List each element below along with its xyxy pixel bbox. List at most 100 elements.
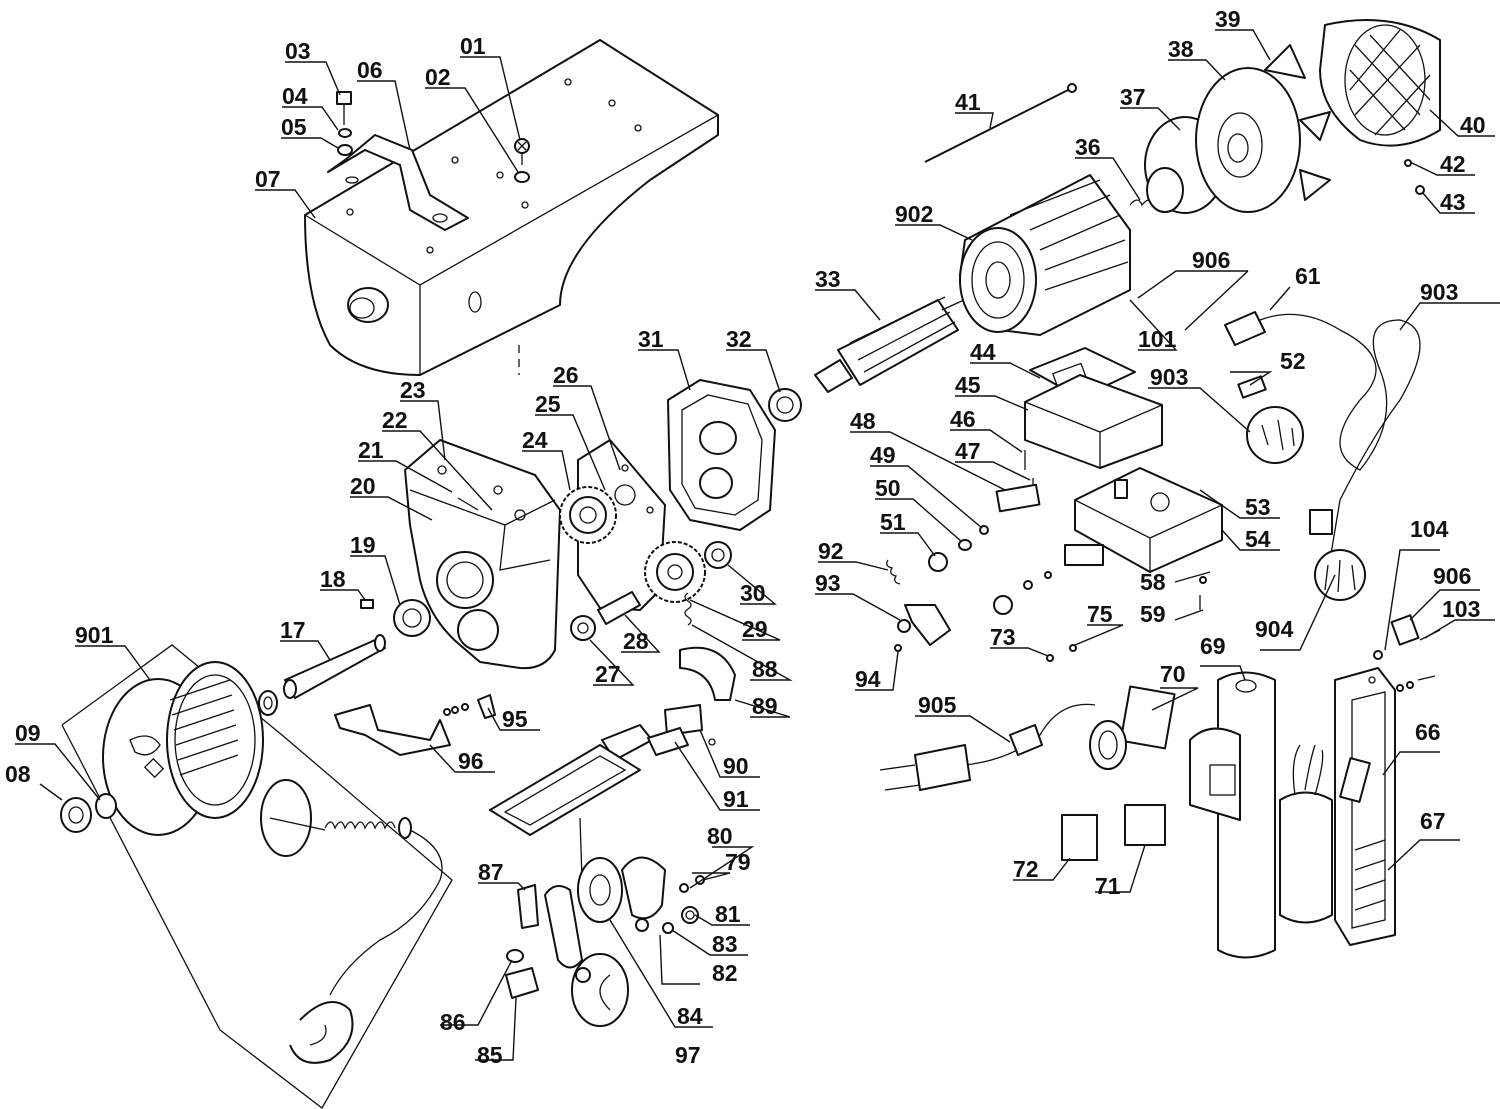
callout-33: 33 [815,266,841,292]
callout-97: 97 [675,1042,701,1068]
callout-104: 104 [1410,516,1449,542]
callout-87: 87 [478,859,504,885]
callout-25: 25 [535,391,561,417]
motor-flange [667,379,802,531]
callout-86: 86 [440,1009,466,1035]
callout-89: 89 [752,693,778,719]
callout-905: 905 [918,692,957,718]
callout-22: 22 [382,407,408,433]
callout-903-top: 903 [1420,279,1458,305]
pulley-block-assembly [505,817,705,1027]
callout-80: 80 [707,823,733,849]
callout-101: 101 [1138,326,1177,352]
callout-67: 67 [1420,808,1446,834]
callout-46: 46 [950,406,976,432]
callout-30: 30 [740,580,766,606]
callout-96: 96 [458,748,484,774]
callout-70: 70 [1160,661,1186,687]
callout-92: 92 [818,538,844,564]
callout-09: 09 [15,720,41,746]
callout-95: 95 [502,706,528,732]
callout-32: 32 [726,326,752,352]
callout-88: 88 [752,656,778,682]
drive-shaft [258,634,386,716]
motor-armature [814,294,976,393]
callout-43: 43 [1440,189,1466,215]
callout-28: 28 [623,628,649,654]
callout-69: 69 [1200,633,1226,659]
callout-27: 27 [595,661,621,687]
callout-01: 01 [460,33,486,59]
callout-42: 42 [1440,151,1466,177]
callout-02: 02 [425,64,451,90]
callout-66: 66 [1415,719,1441,745]
callout-54: 54 [1245,526,1271,552]
callout-902: 902 [895,201,933,227]
callout-20: 20 [350,473,376,499]
callout-24: 24 [522,427,548,453]
callout-49: 49 [870,442,896,468]
callout-52: 52 [1280,348,1306,374]
callout-40: 40 [1460,112,1486,138]
callout-72: 72 [1013,856,1039,882]
leader-lines [15,29,1500,1061]
callout-03: 03 [285,38,311,64]
callout-08: 08 [5,761,31,787]
callout-04: 04 [282,83,308,109]
callout-44: 44 [970,339,996,365]
gearbox-housing [360,439,561,670]
callout-84: 84 [677,1003,703,1029]
wiring-harness [1224,311,1421,601]
callout-37: 37 [1120,84,1146,110]
callout-39: 39 [1215,6,1241,32]
callout-05: 05 [281,114,307,140]
callout-61: 61 [1295,263,1321,289]
callout-906-top: 906 [1192,247,1230,273]
callout-94: 94 [855,666,881,692]
motor-stator [959,174,1131,336]
handle-housing [1189,671,1276,959]
callout-51: 51 [880,509,906,535]
callout-85: 85 [477,1042,503,1068]
callout-58: 58 [1140,569,1166,595]
fan-and-cover-assembly [924,19,1441,214]
callout-904: 904 [1255,616,1294,642]
callout-41: 41 [955,89,981,115]
callout-labels: 01 02 03 04 05 06 07 08 09 17 18 19 20 2… [5,6,1486,1068]
callout-23: 23 [400,377,426,403]
side-cover [1334,614,1441,946]
callout-06: 06 [357,57,383,83]
callout-59: 59 [1140,601,1166,627]
callout-17: 17 [280,617,306,643]
callout-53: 53 [1245,494,1271,520]
callout-91: 91 [723,786,749,812]
callout-906-right: 906 [1433,563,1471,589]
callout-07: 07 [255,166,281,192]
callout-36: 36 [1075,134,1101,160]
callout-21: 21 [358,437,384,463]
callout-82: 82 [712,960,738,986]
callout-45: 45 [955,372,981,398]
lever-assembly [334,559,951,836]
control-box-assembly [928,347,1223,615]
callout-90: 90 [723,753,749,779]
callout-47: 47 [955,438,981,464]
callout-903-mid: 903 [1150,364,1188,390]
capacitor [1279,744,1333,924]
callout-81: 81 [715,901,741,927]
callout-26: 26 [553,362,579,388]
callout-18: 18 [320,566,346,592]
callout-31: 31 [638,326,664,352]
callout-93: 93 [815,570,841,596]
callout-29: 29 [742,616,768,642]
callout-75: 75 [1087,601,1113,627]
switch-and-power-cable [879,644,1176,861]
callout-73: 73 [990,624,1016,650]
callout-103: 103 [1442,596,1480,622]
callout-71: 71 [1095,873,1121,899]
callout-83: 83 [712,931,738,957]
gear-plate-assembly [559,439,732,641]
callout-79: 79 [725,849,751,875]
main-beam-housing [304,39,719,376]
